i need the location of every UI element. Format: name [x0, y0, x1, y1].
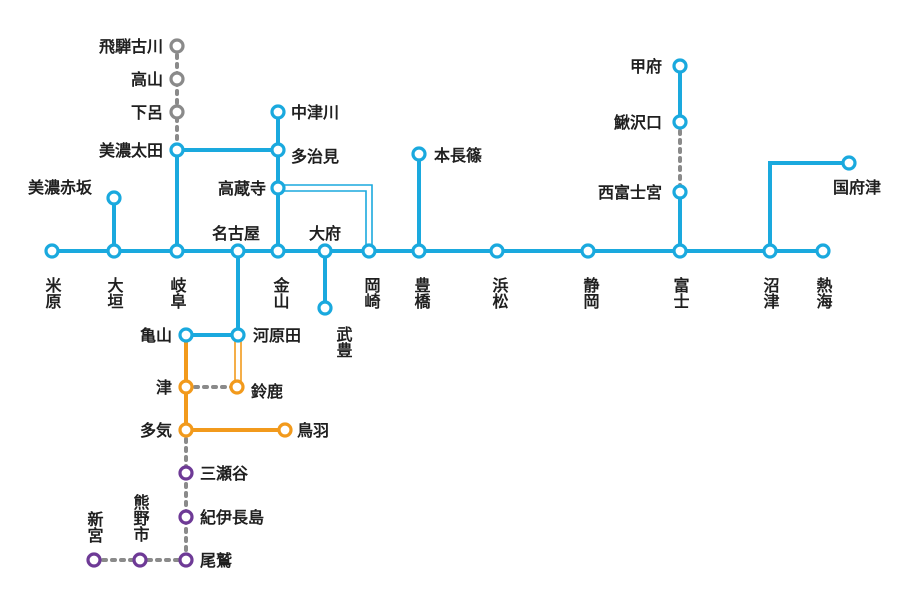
label-kameyama: 亀山	[140, 326, 172, 345]
station-kofu[interactable]	[672, 58, 688, 74]
label-kozoji: 高蔵寺	[218, 179, 266, 198]
station-gifu[interactable]	[169, 243, 185, 259]
station-shingu[interactable]	[86, 552, 102, 568]
station-nishi-fujinomiya[interactable]	[672, 184, 688, 200]
station-nagoya[interactable]	[230, 243, 246, 259]
station-mino-akasaka[interactable]	[106, 190, 122, 206]
double-line-aikan	[278, 184, 373, 251]
station-markers	[44, 38, 857, 568]
station-atami[interactable]	[815, 243, 831, 259]
label-atami: 熱海	[814, 276, 833, 310]
label-kanayama: 金山	[271, 276, 291, 309]
station-ogaki[interactable]	[106, 243, 122, 259]
station-taketoyo[interactable]	[317, 300, 333, 316]
station-labels: 米原 大垣 岐阜 金山 岡崎 豊橋 浜松 静岡 富士 沼津 熱海 武豊 熊野市 …	[28, 37, 881, 570]
label-hon-nagashino: 本長篠	[434, 146, 482, 165]
station-kameyama[interactable]	[178, 327, 194, 343]
label-mino-akasaka: 美濃赤坂	[28, 178, 93, 197]
label-shingu: 新宮	[85, 510, 104, 544]
station-kanayama[interactable]	[270, 243, 286, 259]
station-fuji[interactable]	[672, 243, 688, 259]
station-taki[interactable]	[178, 422, 194, 438]
station-mino-ota[interactable]	[169, 142, 185, 158]
label-tajimi: 多治見	[291, 147, 339, 166]
station-toba[interactable]	[277, 422, 293, 438]
label-misedani: 三瀬谷	[200, 464, 249, 483]
label-owase: 尾鷲	[200, 551, 232, 570]
label-toba: 鳥羽	[297, 421, 329, 440]
station-hamamatsu[interactable]	[489, 243, 505, 259]
label-mino-ota: 美濃太田	[99, 141, 163, 160]
label-obu: 大府	[309, 224, 341, 243]
label-nishi-fujinomiya: 西富士宮	[598, 183, 662, 202]
label-numazu: 沼津	[761, 276, 780, 310]
station-hon-nagashino[interactable]	[411, 146, 427, 162]
station-hida-furukawa[interactable]	[169, 38, 185, 54]
station-kozoji[interactable]	[270, 180, 286, 196]
label-kumanoshi: 熊野市	[131, 493, 150, 543]
label-kawarada: 河原田	[253, 326, 301, 345]
label-suzuka: 鈴鹿	[251, 382, 283, 401]
station-owase[interactable]	[178, 552, 194, 568]
label-kajikazawaguchi: 鰍沢口	[613, 113, 662, 132]
label-tsu: 津	[156, 378, 172, 397]
station-nakatsugawa[interactable]	[270, 104, 286, 120]
label-hamamatsu: 浜松	[490, 276, 509, 310]
label-gero: 下呂	[131, 103, 163, 122]
double-line-ise	[234, 335, 242, 387]
label-okazaki: 岡崎	[362, 277, 381, 310]
station-suzuka[interactable]	[229, 379, 245, 395]
station-kawarada[interactable]	[230, 327, 246, 343]
label-fuji: 富士	[671, 276, 690, 309]
label-gifu: 岐阜	[168, 276, 187, 310]
label-hida-furukawa: 飛騨古川	[98, 37, 163, 56]
label-kozu: 国府津	[833, 178, 881, 197]
line-gotemba	[768, 161, 851, 253]
label-taki: 多気	[140, 421, 172, 440]
station-kii-nagashima[interactable]	[178, 509, 194, 525]
station-obu[interactable]	[317, 243, 333, 259]
label-takayama: 高山	[131, 70, 163, 89]
label-taketoyo: 武豊	[334, 325, 353, 358]
station-gero[interactable]	[169, 104, 185, 120]
label-nagoya: 名古屋	[212, 224, 260, 243]
station-misedani[interactable]	[178, 465, 194, 481]
station-toyohashi[interactable]	[411, 243, 427, 259]
station-takayama[interactable]	[169, 71, 185, 87]
station-shizuoka[interactable]	[580, 243, 596, 259]
station-numazu[interactable]	[762, 243, 778, 259]
station-kumanoshi[interactable]	[132, 552, 148, 568]
station-tsu[interactable]	[178, 379, 194, 395]
station-maibara[interactable]	[44, 243, 60, 259]
label-maibara: 米原	[43, 276, 62, 310]
station-kajikazawaguchi[interactable]	[672, 114, 688, 130]
label-nakatsugawa: 中津川	[291, 103, 339, 122]
label-ogaki: 大垣	[105, 276, 124, 309]
label-toyohashi: 豊橋	[412, 276, 431, 310]
label-kii-nagashima: 紀伊長島	[200, 508, 264, 527]
station-tajimi[interactable]	[270, 142, 286, 158]
label-kofu: 甲府	[630, 57, 662, 76]
label-shizuoka: 静岡	[581, 276, 600, 310]
station-okazaki[interactable]	[361, 243, 377, 259]
station-kozu[interactable]	[841, 155, 857, 171]
